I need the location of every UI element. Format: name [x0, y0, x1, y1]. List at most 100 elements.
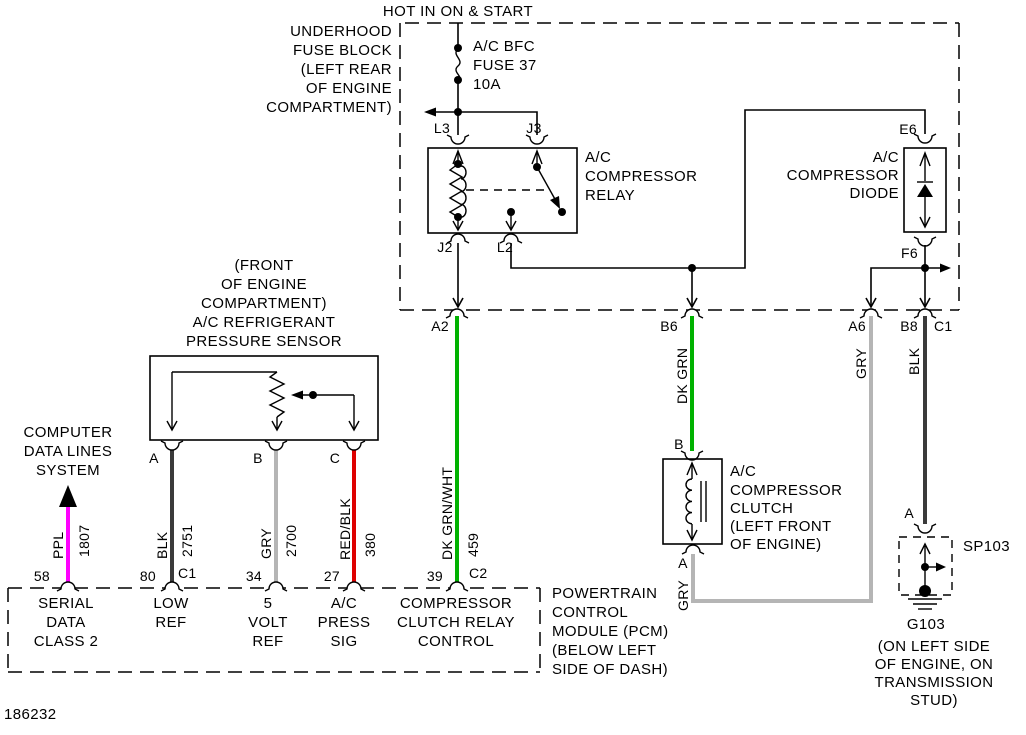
wire-circuit-label: 2700: [283, 525, 299, 557]
fuse-block-dashed-box: [399, 22, 960, 311]
ac-compressor-clutch: B A A/C COMPRESSOR CLUTCH (LEFT FRONT OF…: [662, 436, 842, 571]
up-arrow-icon: [531, 149, 543, 165]
pcm-function-line: COMPRESSOR: [400, 595, 512, 612]
connector-bump: [264, 581, 288, 592]
harness-wires: [66, 316, 927, 603]
down-arrow-icon: [166, 420, 178, 432]
connector-bump: [913, 308, 937, 319]
clutch-coil-icon: [685, 478, 693, 525]
sensor-box: [149, 355, 379, 441]
relay-coil-arcs-icon: [460, 165, 467, 218]
up-arrow-icon: [919, 151, 931, 167]
pcm-pin-39: 39: [427, 568, 443, 584]
clutch-label-line: OF ENGINE): [730, 536, 822, 553]
connector-bump: [56, 581, 80, 592]
clutch-label-line: COMPRESSOR: [730, 482, 842, 499]
wire-circuit-label: 380: [362, 533, 378, 557]
relay-label-line: COMPRESSOR: [585, 168, 697, 185]
down-arrow-icon: [348, 420, 360, 432]
pcm-function-line: DATA: [46, 614, 85, 631]
ground-name: G103: [907, 616, 945, 633]
left-arrow-icon: [424, 107, 436, 117]
connector-bump: [499, 233, 523, 244]
down-arrow-icon: [452, 297, 464, 309]
ac-compressor-diode: E6 F6 A/C COMPRESSOR DIODE: [787, 121, 951, 309]
relay-label-line: A/C: [585, 149, 611, 166]
pcm-function-line: CLUTCH RELAY: [397, 614, 515, 631]
cdl-label-line: COMPUTER: [23, 424, 112, 441]
ground-label-line: STUD): [910, 692, 958, 709]
relay-label-line: RELAY: [585, 187, 635, 204]
clutch-label-line: A/C: [730, 463, 756, 480]
connector-bump: [264, 440, 288, 451]
connector-bump: [160, 440, 184, 451]
relay-switch-icon: [536, 166, 557, 202]
off-page-arrow-icon: [59, 485, 77, 507]
down-arrow-icon: [452, 220, 464, 232]
up-arrow-icon: [686, 461, 698, 476]
relay-terminal-l3: L3: [434, 120, 450, 136]
pcm-function-line: CONTROL: [418, 633, 494, 650]
right-arrow-icon: [940, 263, 951, 273]
ground-dot: [919, 585, 931, 597]
fuse-block-location-label: UNDERHOOD FUSE BLOCK (LEFT REAR OF ENGIN…: [266, 23, 392, 116]
ac-refrigerant-pressure-sensor: (FRONT OF ENGINE COMPARTMENT) A/C REFRIG…: [149, 257, 379, 466]
powertrain-control-module: 58 80 C1 34 27 39 C2 SERIAL DATA CLASS 2…: [7, 565, 668, 678]
sensor-label-line: COMPARTMENT): [201, 295, 327, 312]
diode-label-line: A/C: [873, 149, 899, 166]
fuse-label-line: FUSE 37: [473, 57, 537, 74]
fuse-label-line: A/C BFC: [473, 38, 535, 55]
switch-arrow-icon: [550, 196, 560, 209]
splice-name: SP103: [963, 538, 1010, 555]
sensor-label-line: A/C REFRIGERANT: [193, 314, 336, 331]
relay-coil-icon: [448, 163, 464, 218]
pcm-function-line: A/C: [331, 595, 357, 612]
pcm-function-line: SIG: [330, 633, 357, 650]
connector-c1-label: C1: [934, 318, 953, 334]
connector-a6-label: A6: [848, 318, 866, 334]
wire-color-label: GRY: [258, 528, 274, 559]
splice-terminal-a: A: [904, 505, 914, 521]
relay-terminal-j2: J2: [437, 239, 452, 255]
splice-sp103: A SP103 G103 (ON LEFT SIDE OF ENGINE, ON…: [875, 505, 1010, 709]
diode-terminal-e6: E6: [899, 121, 917, 137]
connector-bump: [913, 133, 937, 144]
pcm-name-line: (BELOW LEFT: [552, 642, 656, 659]
clutch-label-line: (LEFT FRONT: [730, 518, 832, 535]
pcm-pin-27: 27: [324, 568, 340, 584]
wire-color-label: RED/BLK: [337, 498, 353, 560]
cdl-label-line: DATA LINES: [24, 443, 112, 460]
down-arrow-icon: [686, 529, 698, 542]
relay-terminal-l2: L2: [497, 239, 513, 255]
pcm-connector-c1: C1: [178, 565, 197, 581]
down-arrow-icon: [271, 420, 283, 432]
pcm-name-line: MODULE (PCM): [552, 623, 668, 640]
wire-circuit-label: 459: [465, 533, 481, 557]
clutch-box: [662, 458, 723, 545]
pcm-function-line: CLASS 2: [34, 633, 99, 650]
connector-bump: [680, 450, 704, 461]
fuse-block-location-line: OF ENGINE: [306, 80, 392, 97]
wire-color-label: DK GRN: [674, 348, 690, 404]
connector-bump: [525, 134, 549, 145]
wiper-arrow-icon: [291, 390, 303, 400]
clutch-terminal-a: A: [678, 555, 688, 571]
ground-label-line: (ON LEFT SIDE: [878, 638, 990, 655]
clutch-label-line: CLUTCH: [730, 500, 793, 517]
down-arrow-icon: [865, 297, 877, 309]
relay-terminal-j3: J3: [526, 120, 541, 136]
connector-bump: [342, 581, 366, 592]
wire-labels: PPL 1807 BLK 2751 GRY 2700 RED/BLK 380 D…: [50, 347, 922, 611]
pcm-function-line: LOW: [153, 595, 189, 612]
pcm-function-line: PRESS: [318, 614, 371, 631]
diode-terminal-f6: F6: [901, 245, 918, 261]
up-arrow-icon: [452, 149, 464, 165]
right-arrow-icon: [936, 562, 946, 572]
pcm-function-line: REF: [252, 633, 283, 650]
wire-color-label: BLK: [154, 531, 170, 559]
diode-icon: [917, 184, 933, 197]
diagram-number: 186232: [4, 706, 56, 723]
ac-bfc-fuse: A/C BFC FUSE 37 10A: [424, 23, 538, 135]
sensor-label-line: OF ENGINE: [221, 276, 307, 293]
